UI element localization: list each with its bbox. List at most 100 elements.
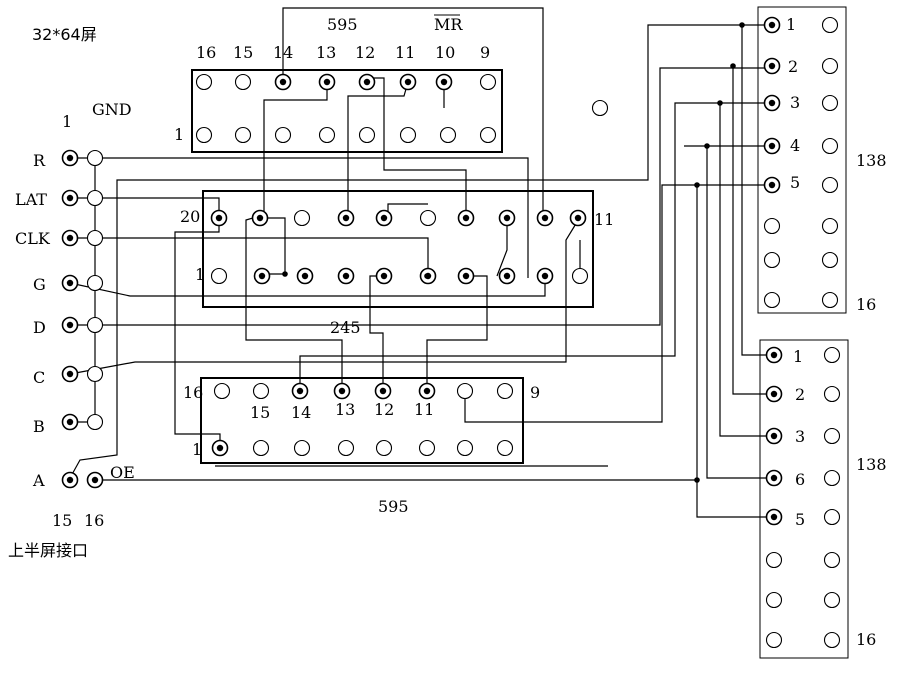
pin-connected-dot (541, 272, 549, 280)
chip-595-top-pin-label: 13 (316, 43, 336, 62)
pin-circle (479, 126, 497, 144)
decoder-top-pin-label: 4 (790, 136, 800, 155)
pin-connected-dot (66, 476, 74, 484)
pin-circle (823, 469, 841, 487)
pin-connected-dot (323, 78, 331, 86)
pin-connected-dot (770, 474, 778, 482)
decoder-top-pin-label: 1 (786, 15, 796, 34)
pin-connected-dot (423, 387, 431, 395)
connector-pin16-label: 16 (84, 511, 104, 530)
screen-label: 32*64屏 (32, 25, 97, 44)
pin-circle (479, 73, 497, 91)
wire (741, 25, 774, 356)
chip-245-pin1-label: 1 (195, 265, 205, 284)
chip-595-bottom-pin16-label: 16 (183, 383, 203, 402)
chip-595-top-body (191, 69, 503, 153)
decoder-top-pin-label: 2 (788, 57, 798, 76)
pin-connected-dot (338, 387, 346, 395)
junction-dot (694, 182, 700, 188)
pin-connected-dot (301, 272, 309, 280)
wire (263, 82, 328, 216)
pin-circle (821, 251, 839, 269)
junction-dots (282, 22, 745, 483)
pin-connected-dot (66, 279, 74, 287)
pin-connected-dot (379, 387, 387, 395)
pin-circle (821, 291, 839, 309)
wire (706, 146, 774, 479)
connector-signal-label: LAT (15, 190, 47, 209)
decoder-bottom-pin16-label: 16 (856, 630, 876, 649)
wire (719, 103, 774, 437)
wire (70, 157, 529, 278)
pin-connected-dot (768, 21, 776, 29)
pin-connected-dot (342, 214, 350, 222)
chip-595-bottom-label: 595 (378, 497, 409, 516)
connector-gnd-label: GND (92, 100, 132, 119)
wire (258, 217, 286, 275)
pin-connected-dot (256, 214, 264, 222)
pin-circle (823, 427, 841, 445)
connector-signal-label: D (33, 318, 46, 337)
pin-connected-dot (770, 351, 778, 359)
decoder-bottom-pin-label: 3 (795, 427, 805, 446)
chip-595-top-pin-label: 12 (355, 43, 375, 62)
chip-595-top-pin-label: 11 (395, 43, 415, 62)
pin-circle (823, 385, 841, 403)
chip-245-pin20-label: 20 (180, 207, 200, 226)
chip-595-bottom-pin-label: 15 (250, 403, 270, 422)
pin-circle (210, 267, 228, 285)
decoder-top-pin-label: 5 (790, 173, 800, 192)
pin-connected-dot (768, 142, 776, 150)
pin-connected-dot (768, 181, 776, 189)
pin-circle (763, 217, 781, 235)
chip-595-top-pin-label: 16 (196, 43, 216, 62)
chip-595-bottom-pin-label: 12 (374, 400, 394, 419)
pin-circle (86, 316, 104, 334)
pin-connected-dot (66, 418, 74, 426)
wire (367, 77, 467, 218)
decoder-bottom-pin-label: 5 (795, 510, 805, 529)
connector-signal-label: G (33, 275, 46, 294)
decoder-top-pin16-label: 16 (856, 295, 876, 314)
decoder-bottom-label: 138 (856, 455, 887, 474)
pin-circle (821, 217, 839, 235)
pin-circle (234, 73, 252, 91)
pin-connected-dot (296, 387, 304, 395)
chip-245-pin11-label: 11 (594, 210, 614, 229)
wire (69, 276, 546, 297)
wire (347, 81, 409, 218)
pin-circle (456, 439, 474, 457)
chip-595-bottom-pin1-label: 1 (192, 440, 202, 459)
decoder-bottom-pin-label: 6 (795, 470, 805, 489)
pin-circle (358, 126, 376, 144)
connector-pin15-label: 15 (52, 511, 72, 530)
pin-circle (293, 209, 311, 227)
pin-circle (765, 551, 783, 569)
wire (696, 185, 774, 518)
pin-circle (195, 126, 213, 144)
wire (70, 67, 772, 326)
connector-signal-label: C (33, 368, 45, 387)
pin-circle (823, 346, 841, 364)
decoder-138-bottom-body (759, 339, 849, 659)
pin-circle (86, 413, 104, 431)
pin-circle (456, 382, 474, 400)
pin-circle (821, 137, 839, 155)
pin-circle (318, 126, 336, 144)
decoder-138-top-body (757, 6, 847, 314)
pin-circle (821, 94, 839, 112)
pin-connected-dot (768, 62, 776, 70)
junction-dot (739, 22, 745, 28)
pin-circle (821, 57, 839, 75)
chip-595-top-pin-label: 15 (233, 43, 253, 62)
pin-circle (763, 251, 781, 269)
wire (174, 216, 221, 446)
wire (69, 24, 772, 479)
pin-connected-dot (215, 214, 223, 222)
wires (69, 7, 774, 518)
pin-circle (213, 382, 231, 400)
pin-circle (591, 99, 609, 117)
pin-circle (252, 439, 270, 457)
chip-595-top-pin-label: 10 (435, 43, 455, 62)
